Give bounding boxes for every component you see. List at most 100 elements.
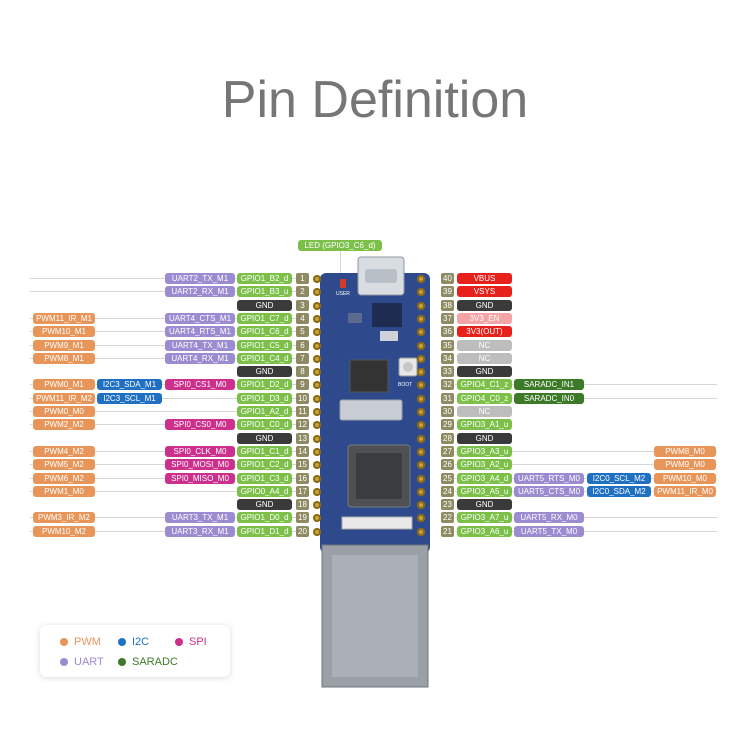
header-pin-icon	[313, 287, 321, 296]
legend-label: SPI	[189, 636, 207, 648]
pwm-label: PWM9_M0	[654, 459, 716, 470]
leader-line	[30, 398, 298, 399]
gpio-label: GPIO3_A5_u	[457, 486, 512, 497]
header-pin-icon	[313, 380, 321, 389]
pin-number: 11	[296, 406, 309, 417]
gpio-label: GND	[237, 499, 292, 510]
legend-item-spi: SPI	[175, 635, 207, 649]
gpio-label: GPIO3_A4_d	[457, 473, 512, 484]
gpio-label: GPIO1_C2_d	[237, 459, 292, 470]
legend: PWM I2C SPI UART SARADC	[40, 625, 230, 677]
pin-number: 2	[296, 286, 309, 297]
board-image: USER BOOT	[320, 256, 430, 688]
gpio-label: GND	[457, 300, 512, 311]
function-label: UART4_TX_M1	[165, 340, 235, 351]
legend-item-pwm: PWM	[60, 635, 101, 649]
leader-line	[455, 464, 717, 465]
pin-number: 22	[441, 512, 454, 523]
header-pin-icon	[313, 341, 321, 350]
pin-number: 30	[441, 406, 454, 417]
header-pin-icon	[417, 407, 425, 416]
header-pin-icon	[417, 274, 425, 283]
function-label: UART5_RTS_M0	[514, 473, 584, 484]
pin-number: 39	[441, 286, 454, 297]
leader-line	[30, 451, 298, 452]
header-pin-icon	[417, 394, 425, 403]
pin-number: 13	[296, 433, 309, 444]
gpio-label: GND	[237, 300, 292, 311]
header-pin-icon	[313, 500, 321, 509]
gpio-label: GPIO1_C4_d	[237, 353, 292, 364]
i2c-label: I2C3_SCL_M1	[97, 393, 162, 404]
pin-number: 21	[441, 526, 454, 537]
leader-line	[30, 278, 298, 279]
pwm-label: PWM11_IR_M0	[654, 486, 716, 497]
pin-number: 15	[296, 459, 309, 470]
sd-card	[339, 399, 403, 421]
leader-line	[30, 384, 298, 385]
pwm-label: PWM8_M1	[33, 353, 95, 364]
i2c-label: I2C3_SDA_M1	[97, 379, 162, 390]
spi-dot-icon	[175, 638, 183, 647]
function-label: SPI0_MOSI_M0	[165, 459, 235, 470]
gpio-label: VSYS	[457, 286, 512, 297]
pin-number: 6	[296, 340, 309, 351]
function-label: UART2_TX_M1	[165, 273, 235, 284]
header-pin-icon	[417, 301, 425, 310]
function-label: UART4_RX_M1	[165, 353, 235, 364]
header-pin-icon	[417, 420, 425, 429]
gpio-label: GPIO1_C1_d	[237, 446, 292, 457]
gpio-label: GPIO1_D0_d	[237, 512, 292, 523]
pin-number: 25	[441, 473, 454, 484]
gpio-label: GPIO1_D2_d	[237, 379, 292, 390]
gpio-label: GPIO4_C0_z	[457, 393, 512, 404]
pin-number: 40	[441, 273, 454, 284]
header-pin-icon	[417, 314, 425, 323]
leader-line	[455, 491, 717, 492]
pin-number: 5	[296, 326, 309, 337]
leader-line	[455, 451, 717, 452]
page-title: Pin Definition	[221, 71, 529, 129]
header-pin-icon	[417, 447, 425, 456]
pin-number: 3	[296, 300, 309, 311]
header-pin-icon	[417, 487, 425, 496]
gpio-label: GPIO3_A2_u	[457, 459, 512, 470]
legend-label: SARADC	[132, 656, 178, 668]
pin-number: 27	[441, 446, 454, 457]
function-label: UART5_CTS_M0	[514, 486, 584, 497]
function-label: UART4_RTS_M1	[165, 326, 235, 337]
gpio-label: GPIO1_C0_d	[237, 419, 292, 430]
pwm-label: PWM3_IR_M2	[33, 512, 95, 523]
function-label: UART5_RX_M0	[514, 512, 584, 523]
function-label: SPI0_CLK_M0	[165, 446, 235, 457]
header-pin-icon	[417, 341, 425, 350]
pwm-label: PWM2_M2	[33, 419, 95, 430]
gpio-label: GND	[237, 433, 292, 444]
leader-line	[30, 517, 298, 518]
header-pin-icon	[313, 460, 321, 469]
header-pin-icon	[313, 487, 321, 496]
pin-number: 7	[296, 353, 309, 364]
leader-line	[30, 345, 298, 346]
leader-line	[30, 424, 298, 425]
pin-number: 14	[296, 446, 309, 457]
pin-number: 12	[296, 419, 309, 430]
leader-line	[30, 464, 298, 465]
header-pin-icon	[417, 513, 425, 522]
uart-dot-icon	[60, 658, 68, 667]
header-pin-icon	[417, 434, 425, 443]
header-pin-icon	[313, 327, 321, 336]
header-pin-icon	[313, 474, 321, 483]
function-label: SPI0_MISO_M0	[165, 473, 235, 484]
function-label: SPI0_CS0_M0	[165, 419, 235, 430]
gpio-label: GPIO3_A1_u	[457, 419, 512, 430]
leader-line	[455, 478, 717, 479]
header-pin-icon	[417, 527, 425, 536]
function-label: UART5_TX_M0	[514, 526, 584, 537]
i2c-label: I2C0_SCL_M2	[587, 473, 651, 484]
pin-number: 34	[441, 353, 454, 364]
pin-number: 26	[441, 459, 454, 470]
user-led	[340, 279, 346, 288]
leader-line	[30, 478, 298, 479]
pwm-label: PWM11_IR_M1	[33, 313, 95, 324]
